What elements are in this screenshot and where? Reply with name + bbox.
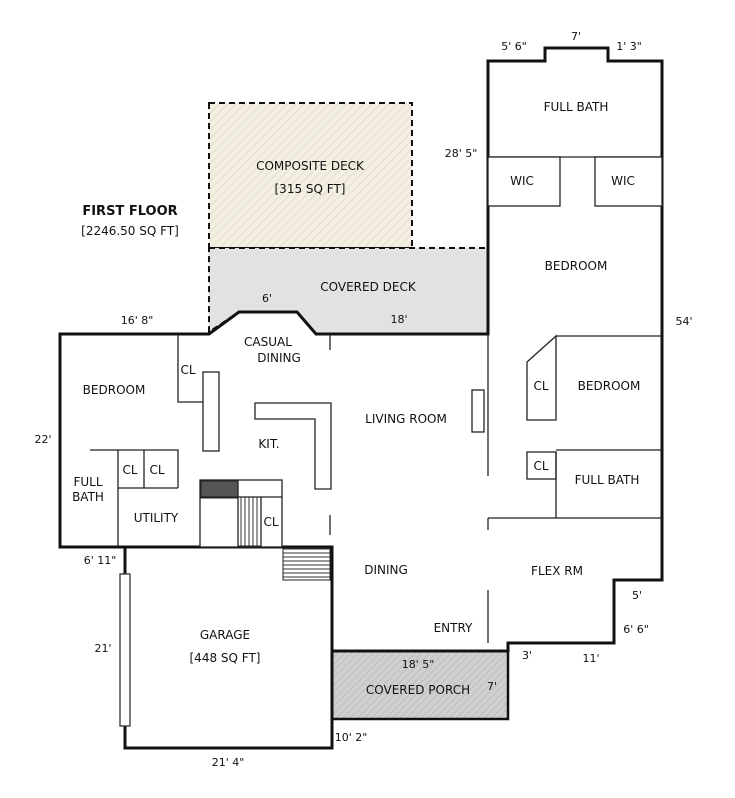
kitchen-island [254, 402, 332, 490]
wic-left-wall [487, 156, 561, 207]
floor-area: [2246.50 SQ FT] [81, 224, 179, 238]
covered-porch-label: COVERED PORCH [366, 683, 470, 697]
kitchen-label: KIT. [258, 437, 279, 451]
garage-label: GARAGE [200, 628, 250, 642]
dimension-label: 21' [94, 642, 111, 655]
garage-door [119, 573, 131, 727]
wic-right-label: WIC [611, 174, 635, 188]
dimension-label: 5' [632, 589, 642, 602]
garage-area-label: [448 SQ FT] [190, 651, 261, 665]
closet-label: CL [122, 463, 137, 477]
full-bath-right-label: FULL BATH [575, 473, 640, 487]
composite-deck-label: COMPOSITE DECK [256, 159, 365, 173]
dimension-label: 18' 5" [402, 658, 435, 671]
dimension-label: 10' 2" [335, 731, 368, 744]
entry-label: ENTRY [434, 621, 473, 635]
living-room-label: LIVING ROOM [365, 412, 447, 426]
entry-stairs [282, 547, 331, 581]
closet-right-bedroom [526, 334, 557, 421]
utility-label: UTILITY [134, 511, 179, 525]
closet-label: CL [533, 379, 548, 393]
dimension-label: 6' 11" [84, 554, 117, 567]
dimension-label: 3' [522, 649, 532, 662]
full-bath-top-label: FULL BATH [544, 100, 609, 114]
composite-deck-area [208, 102, 413, 249]
flex-room-label: FLEX RM [531, 564, 583, 578]
dimension-label: 1' 3" [616, 40, 642, 53]
dimension-label: 6' [262, 292, 272, 305]
closet-label: CL [263, 515, 278, 529]
dimension-label: 28' 5" [445, 147, 478, 160]
dining-label: DINING [364, 563, 408, 577]
wic-right-wall [594, 156, 663, 207]
full-bath-left-label-2: BATH [72, 490, 104, 504]
casual-dining-label-1: CASUAL [244, 335, 292, 349]
kitchen-counter-vertical [202, 371, 220, 452]
stair-block-a [200, 480, 239, 499]
dimension-label: 11' [582, 652, 599, 665]
dimension-label: 18' [390, 313, 407, 326]
master-bedroom-label: BEDROOM [545, 259, 608, 273]
closet-label: CL [149, 463, 164, 477]
dimension-label: 16' 8" [121, 314, 154, 327]
exterior-wall [58, 46, 664, 653]
dimension-label: 6' 6" [623, 623, 649, 636]
dimension-label: 22' [34, 433, 51, 446]
composite-deck-area-label: [315 SQ FT] [275, 182, 346, 196]
dimension-label: 21' 4" [212, 756, 245, 769]
dimension-label: 7' [487, 680, 497, 693]
interior-wall [90, 449, 179, 488]
dimension-label: 7' [571, 30, 581, 43]
dimension-label: 5' 6" [501, 40, 527, 53]
stair-block-b [237, 496, 262, 547]
closet-right-bath [526, 451, 557, 480]
fireplace [471, 389, 485, 433]
covered-deck-label: COVERED DECK [320, 280, 417, 294]
full-bath-left-label-1: FULL [73, 475, 102, 489]
bedroom-right-label: BEDROOM [578, 379, 641, 393]
interior-wall [177, 334, 203, 403]
floor-title: FIRST FLOOR [82, 204, 177, 219]
casual-dining-label-2: DINING [257, 351, 301, 365]
closet-label: CL [180, 363, 195, 377]
closet-label: CL [533, 459, 548, 473]
dimension-label: 54' [675, 315, 692, 328]
bedroom-left-label: BEDROOM [83, 383, 146, 397]
wic-left-label: WIC [510, 174, 534, 188]
